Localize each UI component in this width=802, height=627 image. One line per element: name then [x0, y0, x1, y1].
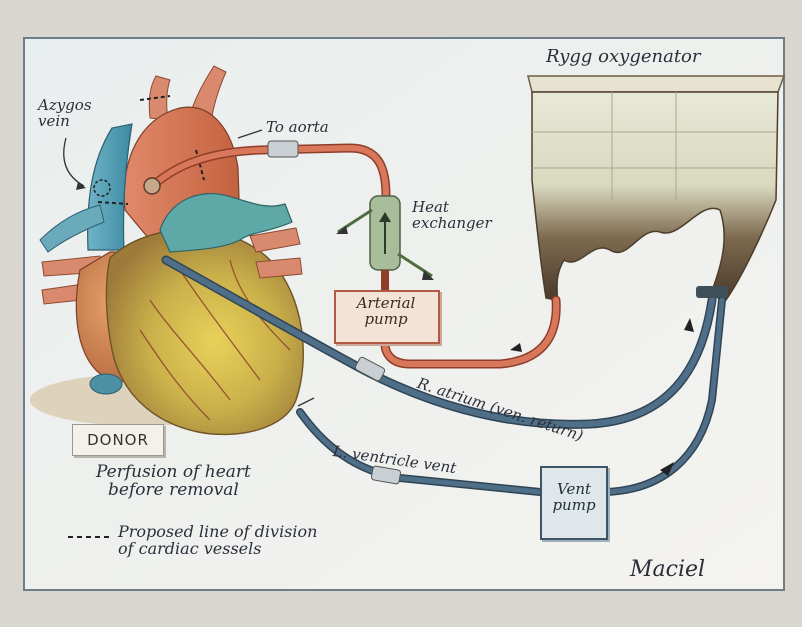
azygos-vein-label: Azygos vein [38, 98, 92, 130]
donor-label: DONOR [72, 424, 164, 456]
aortic-cannula [144, 178, 160, 194]
perfusion-caption: Perfusion of heart before removal [96, 464, 251, 500]
artist-signature: Maciel [630, 558, 705, 581]
to-aorta-label: To aorta [266, 120, 329, 136]
arterial-pump-label: Arterial pump [334, 296, 438, 328]
proposed-line-caption: Proposed line of division of cardiac ves… [118, 524, 317, 558]
tube-connector-aorta [268, 141, 298, 157]
oxygenator-top [528, 76, 784, 92]
heat-exchanger-label: Heat exchanger [412, 200, 492, 232]
vent-pump-label: Vent pump [540, 482, 608, 514]
rygg-oxygenator-label: Rygg oxygenator [546, 48, 701, 67]
oxygenator-inlet [696, 286, 728, 298]
ivc-stub [90, 374, 122, 394]
pulm-vein-4 [256, 258, 302, 278]
